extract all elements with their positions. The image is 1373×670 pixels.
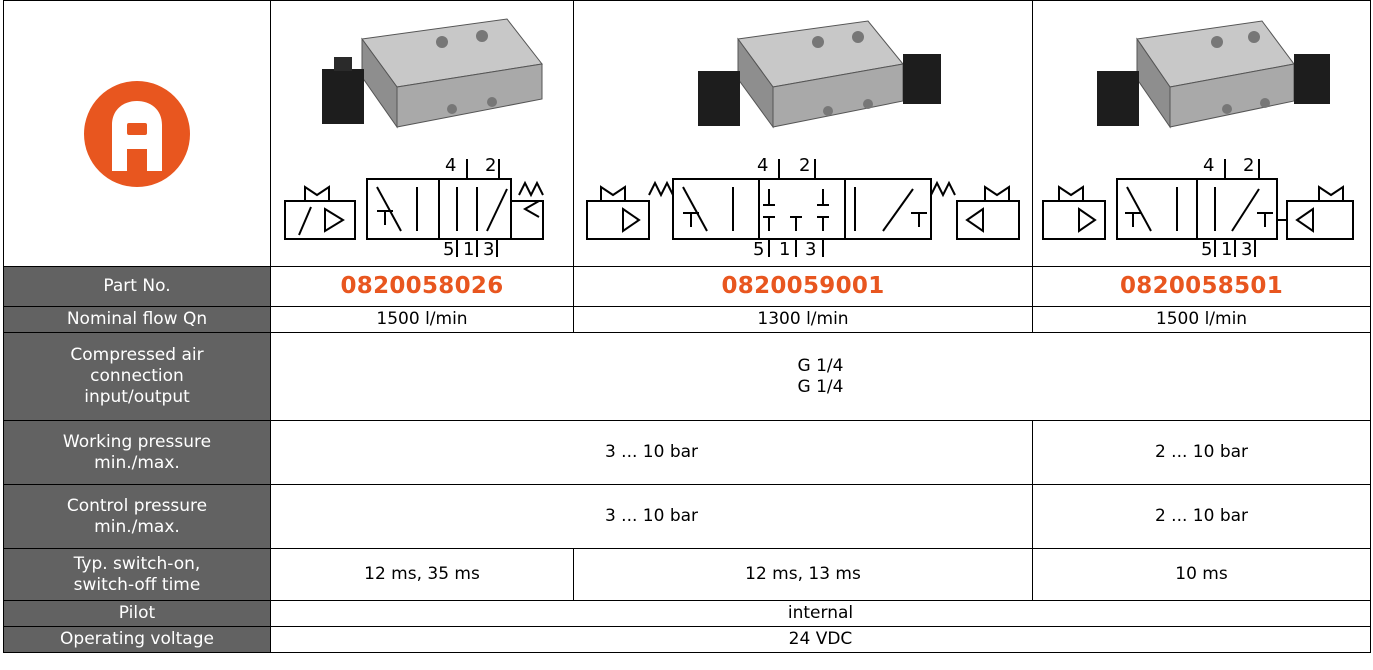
- working-pressure-value-1: 3 ... 10 bar: [270, 420, 1033, 485]
- parts-logo-icon: [84, 80, 190, 187]
- air-connection-label-line: connection: [90, 366, 184, 386]
- valve-double-solenoid-photo: [1096, 19, 1330, 129]
- control-pressure-value-2: 2 ... 10 bar: [1032, 484, 1371, 549]
- switch-time-row: Typ. switch-on, switch-off time 12 ms, 3…: [3, 548, 1371, 601]
- control-pressure-label: Control pressure min./max.: [3, 484, 271, 549]
- product-image-cell-1: 4 2 5 1 3: [270, 0, 574, 267]
- working-pressure-row: Working pressure min./max. 3 ... 10 bar …: [3, 420, 1371, 485]
- switch-time-value-2: 12 ms, 13 ms: [573, 548, 1033, 601]
- port-4-label: 4: [757, 155, 768, 176]
- port-5-label: 5: [1201, 239, 1212, 259]
- product-image-cell-2: 4 2 5 1 3: [573, 0, 1033, 267]
- port-1-label: 1: [463, 239, 474, 259]
- spec-table: 4 2 5 1 3: [3, 0, 1371, 653]
- working-pressure-value-2: 2 ... 10 bar: [1032, 420, 1371, 485]
- part-no-value-3[interactable]: 0820058501: [1032, 266, 1371, 307]
- port-4-label: 4: [1203, 155, 1214, 176]
- switch-time-label: Typ. switch-on, switch-off time: [3, 548, 271, 601]
- valve-double-solenoid-photo: [698, 19, 941, 129]
- switch-time-value-1: 12 ms, 35 ms: [270, 548, 574, 601]
- port-2-label: 2: [1243, 155, 1254, 176]
- air-connection-input: G 1/4: [797, 355, 844, 376]
- valve-5-2-symbol-icon: 4 2 5 1 3: [1041, 155, 1354, 259]
- pilot-value: internal: [270, 600, 1371, 627]
- nominal-flow-value-3: 1500 l/min: [1032, 306, 1371, 333]
- product-image-cell-3: 4 2 5 1 3: [1032, 0, 1371, 267]
- voltage-row: Operating voltage 24 VDC: [3, 626, 1371, 653]
- control-pressure-label-line: Control pressure: [66, 495, 208, 516]
- port-5-label: 5: [443, 239, 454, 259]
- part-no-value-2[interactable]: 0820059001: [573, 266, 1033, 307]
- nominal-flow-value-1: 1500 l/min: [270, 306, 574, 333]
- port-5-label: 5: [753, 239, 764, 259]
- port-2-label: 2: [485, 155, 496, 176]
- pilot-label: Pilot: [3, 600, 271, 627]
- logo-cell: [3, 0, 271, 267]
- control-pressure-row: Control pressure min./max. 3 ... 10 bar …: [3, 484, 1371, 549]
- working-pressure-label: Working pressure min./max.: [3, 420, 271, 485]
- air-connection-output: G 1/4: [797, 376, 844, 397]
- valve-single-solenoid-photo: [322, 17, 543, 129]
- air-connection-label-line: Compressed air: [70, 345, 204, 365]
- part-no-value-1[interactable]: 0820058026: [270, 266, 574, 307]
- pilot-row: Pilot internal: [3, 600, 1371, 627]
- nominal-flow-row: Nominal flow Qn 1500 l/min 1300 l/min 15…: [3, 306, 1371, 333]
- air-connection-label: Compressed air connection input/output: [3, 332, 271, 421]
- air-connection-value: G 1/4 G 1/4: [270, 332, 1371, 421]
- control-pressure-label-line: min./max.: [94, 516, 180, 537]
- voltage-label: Operating voltage: [3, 626, 271, 653]
- part-no-label: Part No.: [3, 266, 271, 307]
- switch-time-value-3: 10 ms: [1032, 548, 1371, 601]
- control-pressure-value-1: 3 ... 10 bar: [270, 484, 1033, 549]
- valve-5-3-symbol-icon: 4 2 5 1 3: [586, 155, 1020, 259]
- air-connection-label-line: input/output: [84, 387, 190, 407]
- port-3-label: 3: [483, 239, 494, 259]
- port-4-label: 4: [445, 155, 456, 176]
- working-pressure-label-line: min./max.: [94, 452, 180, 473]
- air-connection-row: Compressed air connection input/output G…: [3, 332, 1371, 421]
- port-2-label: 2: [799, 155, 810, 176]
- image-row: 4 2 5 1 3: [3, 0, 1371, 267]
- nominal-flow-value-2: 1300 l/min: [573, 306, 1033, 333]
- port-3-label: 3: [1241, 239, 1252, 259]
- voltage-value: 24 VDC: [270, 626, 1371, 653]
- nominal-flow-label: Nominal flow Qn: [3, 306, 271, 333]
- port-3-label: 3: [805, 239, 816, 259]
- part-no-row: Part No. 0820058026 0820059001 082005850…: [3, 266, 1371, 307]
- switch-time-label-line: Typ. switch-on,: [73, 553, 201, 574]
- working-pressure-label-line: Working pressure: [62, 431, 212, 452]
- port-1-label: 1: [779, 239, 790, 259]
- switch-time-label-line: switch-off time: [73, 574, 201, 595]
- port-1-label: 1: [1221, 239, 1232, 259]
- valve-5-2-symbol-icon: 4 2 5 1 3: [284, 155, 544, 259]
